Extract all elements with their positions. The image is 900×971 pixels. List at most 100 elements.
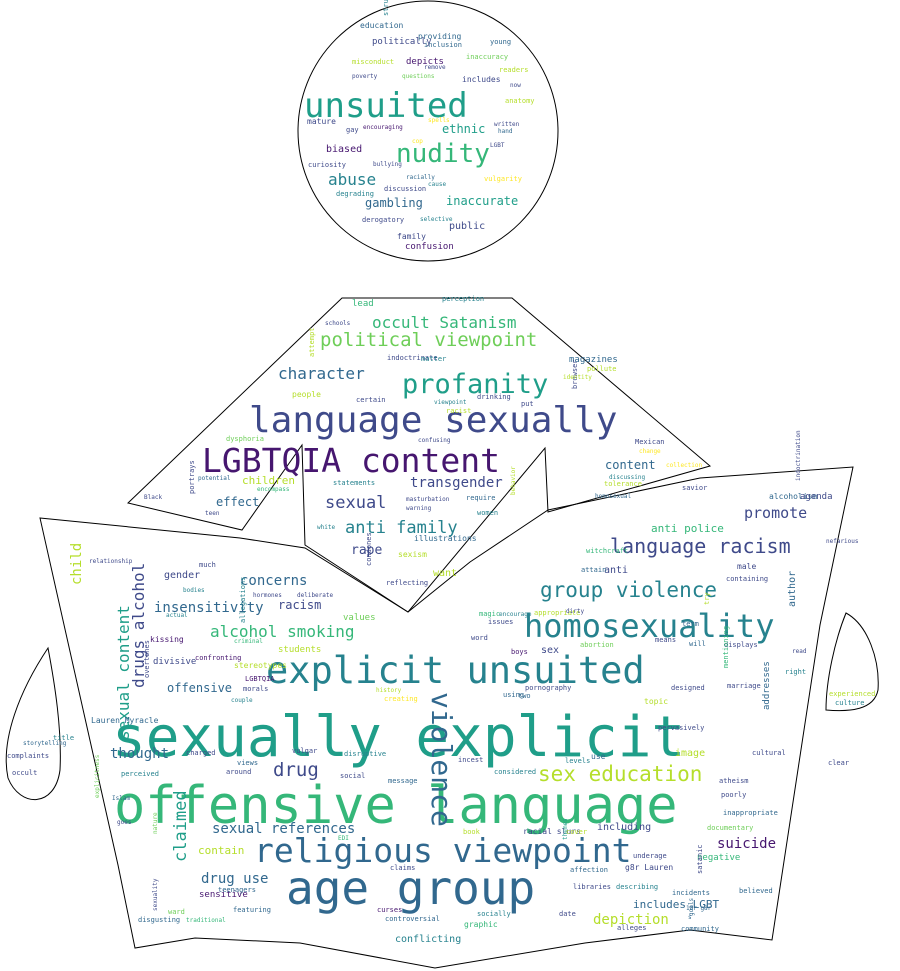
word-readers: readers	[499, 66, 529, 74]
word-marriage: marriage	[727, 682, 761, 690]
word-witchcraft: witchcraft	[586, 547, 628, 555]
word-vulgar: vulgar	[292, 747, 317, 755]
word-abuse: abuse	[328, 170, 376, 189]
word-homosexual: homosexual	[595, 493, 632, 500]
word-vulgarity: vulgarity	[484, 175, 522, 183]
word-suicide: suicide	[717, 836, 776, 852]
word-topic: topic	[644, 697, 668, 706]
word-transgender: transgender	[410, 475, 503, 491]
word-satanic: satanic	[696, 844, 704, 874]
word-around: around	[226, 768, 251, 776]
word-students: students	[278, 645, 321, 655]
word-bullying: bullying	[373, 161, 402, 168]
word-term: term	[682, 620, 699, 628]
word-child: child	[69, 543, 85, 585]
word-perception: perception	[442, 295, 484, 303]
word-goes: goes	[117, 819, 132, 826]
word-spells: spells	[428, 117, 450, 124]
word-traditional: traditional	[186, 917, 226, 924]
word-bodies: bodies	[183, 587, 205, 594]
word-themes: themes	[562, 818, 569, 840]
word-libraries: libraries	[573, 883, 611, 891]
word-allegations: allegations	[239, 577, 247, 623]
word-drug: drug	[273, 759, 319, 781]
word-drug-use: drug use	[201, 871, 268, 887]
word-describing: describing	[616, 883, 658, 891]
word-pornography: pornography	[525, 684, 571, 692]
word-storytelling: storytelling	[23, 740, 67, 747]
word-documentary: documentary	[707, 824, 753, 832]
word-addresses: addresses	[762, 661, 772, 710]
word-group-violence: group violence	[540, 578, 717, 602]
word-goals: goals	[688, 898, 695, 916]
word-education: education	[360, 21, 404, 30]
word-pervasively: pervasively	[658, 724, 704, 732]
word-attain: attain	[581, 566, 606, 574]
word-containing: containing	[726, 575, 768, 583]
word-complaints: complaints	[7, 752, 49, 760]
word-character: character	[278, 364, 365, 383]
word-hand: hand	[498, 128, 513, 135]
word-inaccurate: inaccurate	[446, 194, 518, 208]
word-nudity: nudity	[396, 139, 490, 169]
word-anti-family: anti family	[345, 518, 458, 538]
word-racism: racism	[278, 598, 321, 612]
word-disgusting: disgusting	[138, 916, 180, 924]
head-circle-outline	[297, 0, 559, 262]
word-title: title	[53, 734, 74, 742]
word-male: male	[737, 562, 756, 571]
word-potential: potential	[198, 475, 231, 482]
word-alcohol-smoking: alcohol smoking	[210, 622, 355, 641]
word-hormones: hormones	[253, 592, 282, 599]
word-lgbtqia: LGBTQIA	[245, 675, 275, 683]
word-white: white	[317, 524, 335, 531]
word-confusing: confusing	[418, 437, 451, 444]
word-collection: collection	[666, 462, 703, 469]
reader-torso-outline	[126, 297, 712, 613]
word-certain: certain	[356, 396, 386, 404]
word-date: date	[559, 910, 576, 918]
book-shape-outline	[5, 0, 879, 969]
word-ward: ward	[168, 908, 185, 916]
word-poverty: poverty	[352, 73, 378, 80]
word-ethnic: ethnic	[442, 122, 485, 136]
word-effect: effect	[216, 495, 259, 509]
word-atheism: atheism	[719, 777, 749, 785]
word-offensive: offensive	[167, 681, 232, 695]
word-public: public	[449, 221, 485, 232]
word-relationship: relationship	[89, 558, 133, 565]
word-masturbation: masturbation	[406, 496, 450, 503]
word-perceived: perceived	[121, 770, 159, 778]
word-confronting: confronting	[195, 654, 241, 662]
word-community: community	[681, 925, 719, 933]
word-much: much	[199, 561, 216, 569]
word-questions: questions	[402, 73, 435, 80]
word-racist: racist	[446, 407, 471, 415]
word-inclusion: inclusion	[424, 41, 462, 49]
word-image: image	[675, 748, 705, 759]
word-cover: cover	[566, 828, 587, 836]
word-claimed: claimed	[171, 790, 191, 862]
word-anti: anti	[604, 565, 628, 576]
word-experienced: experienced	[829, 690, 875, 698]
word-anti-police: anti police	[651, 522, 724, 535]
word-language-sexually: language sexually	[249, 400, 617, 441]
word-alcoholism: alcoholism	[769, 492, 817, 501]
word-gender: gender	[164, 570, 200, 581]
word-dirty: dirty	[566, 608, 584, 615]
word-conflicting: conflicting	[395, 934, 461, 945]
word-inaccuracy: inaccuracy	[466, 53, 508, 61]
word-young: young	[490, 38, 511, 46]
word-sexuality: sexuality	[152, 878, 159, 911]
word-book: book	[463, 828, 481, 836]
word-18r-g8r: 18r g8r	[686, 905, 712, 912]
word-incidents: incidents	[672, 889, 710, 897]
word-magazines: magazines	[569, 355, 618, 365]
word-explicit-unsuited: explicit unsuited	[266, 649, 645, 692]
word-depiction: depiction	[593, 912, 669, 928]
word-means: means	[655, 636, 676, 644]
word-reflecting: reflecting	[386, 579, 428, 587]
word-discussing: discussing	[609, 474, 646, 481]
